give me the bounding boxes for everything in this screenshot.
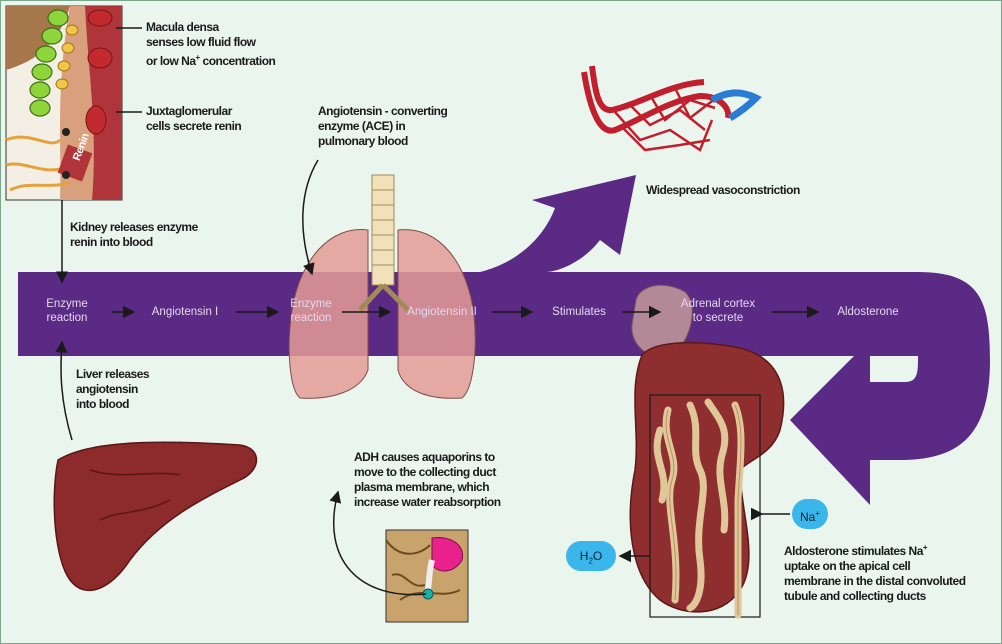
kidney-line1: Kidney releases enzyme xyxy=(70,220,198,234)
sodium-text: Na xyxy=(799,510,816,524)
flow-step3-line1: Enzyme xyxy=(290,298,332,310)
aldosterone-label: Aldosterone stimulates Na+ uptake on the… xyxy=(784,540,966,604)
adh-line4: increase water reabsorption xyxy=(354,495,501,509)
flow-step6-line1: Adrenal cortex xyxy=(680,298,756,310)
macula-line1: Macula densa xyxy=(146,20,219,34)
aldo-line1-sup: + xyxy=(922,543,928,552)
adh-arrow xyxy=(329,490,427,596)
macula-line3-text: or low Na xyxy=(146,54,196,68)
kidney-line2: renin into blood xyxy=(70,235,153,249)
jg-label: Juxtaglomerular cells secrete renin xyxy=(146,104,242,134)
collecting-duct-inset xyxy=(385,529,469,623)
flow-step1-line2: reaction xyxy=(46,312,88,324)
aldo-line1-text: Aldosterone stimulates Na xyxy=(784,544,923,558)
liver-label: Liver releases angiotensin into blood xyxy=(76,367,150,412)
vasoconstriction-label: Widespread vasoconstriction xyxy=(646,183,800,197)
ace-arrow xyxy=(302,159,319,276)
ace-line2: enzyme (ACE) in xyxy=(318,119,406,133)
ace-label: Angiotensin - converting enzyme (ACE) in… xyxy=(318,104,448,149)
adrenal-gland-illustration xyxy=(631,284,693,358)
flow-step-angiotensin-1: Angiotensin I xyxy=(151,306,219,318)
liver-illustration xyxy=(53,441,258,591)
flow-step-aldosterone: Aldosterone xyxy=(837,306,899,318)
kidney-cell-inset xyxy=(5,5,123,201)
flow-step-stimulates: Stimulates xyxy=(552,306,606,318)
adh-label: ADH causes aquaporins to move to the col… xyxy=(354,450,501,510)
flow-step1-line1: Enzyme xyxy=(46,298,88,310)
flow-step-enzyme-reaction-1: Enzyme reaction xyxy=(24,297,110,325)
macula-line2: senses low fluid flow xyxy=(146,35,256,49)
liver-line3: into blood xyxy=(76,397,129,411)
aldo-line1: Aldosterone stimulates Na+ xyxy=(784,540,966,559)
aldo-line2: uptake on the apical cell xyxy=(784,559,911,573)
vessel-network-illustration xyxy=(581,65,762,152)
water-h: H xyxy=(579,549,589,563)
macula-line3-sup: + xyxy=(195,53,201,62)
ace-line1: Angiotensin - converting xyxy=(318,104,448,118)
sodium-bubble: Na+ xyxy=(792,499,828,529)
adh-line3: plasma membrane, which xyxy=(354,480,490,494)
flow-step-adrenal-cortex: Adrenal cortex to secrete xyxy=(664,297,772,325)
jg-line1: Juxtaglomerular xyxy=(146,104,232,118)
adh-line2: move to the collecting duct xyxy=(354,465,496,479)
water-o: O xyxy=(592,549,603,563)
flow-step3-line2: reaction xyxy=(290,312,332,324)
aldo-line3: membrane in the distal convoluted xyxy=(784,574,966,588)
ace-line3: pulmonary blood xyxy=(318,134,408,148)
liver-line1: Liver releases xyxy=(76,367,150,381)
water-sub: 2 xyxy=(588,556,593,566)
macula-label: Macula densa senses low fluid flow or lo… xyxy=(146,20,276,69)
flow-step-angiotensin-2: Angiotensin II xyxy=(407,306,477,318)
water-bubble: H2O xyxy=(566,541,616,571)
kidney-illustration xyxy=(629,341,785,619)
liver-arrow xyxy=(55,340,73,441)
flow-step-enzyme-reaction-2: Enzyme reaction xyxy=(280,297,342,325)
kidney-release-label: Kidney releases enzyme renin into blood xyxy=(70,220,198,250)
aldo-line4: tubule and collecting ducts xyxy=(784,589,926,603)
adh-line1: ADH causes aquaporins to xyxy=(354,450,495,464)
sodium-sup: + xyxy=(815,509,820,518)
lungs-illustration xyxy=(288,174,476,399)
macula-line3: or low Na+ concentration xyxy=(146,50,276,69)
macula-line3-tail: concentration xyxy=(199,54,276,68)
flow-step6-line2: to secrete xyxy=(692,312,744,324)
liver-line2: angiotensin xyxy=(76,382,138,396)
jg-line2: cells secrete renin xyxy=(146,119,242,133)
